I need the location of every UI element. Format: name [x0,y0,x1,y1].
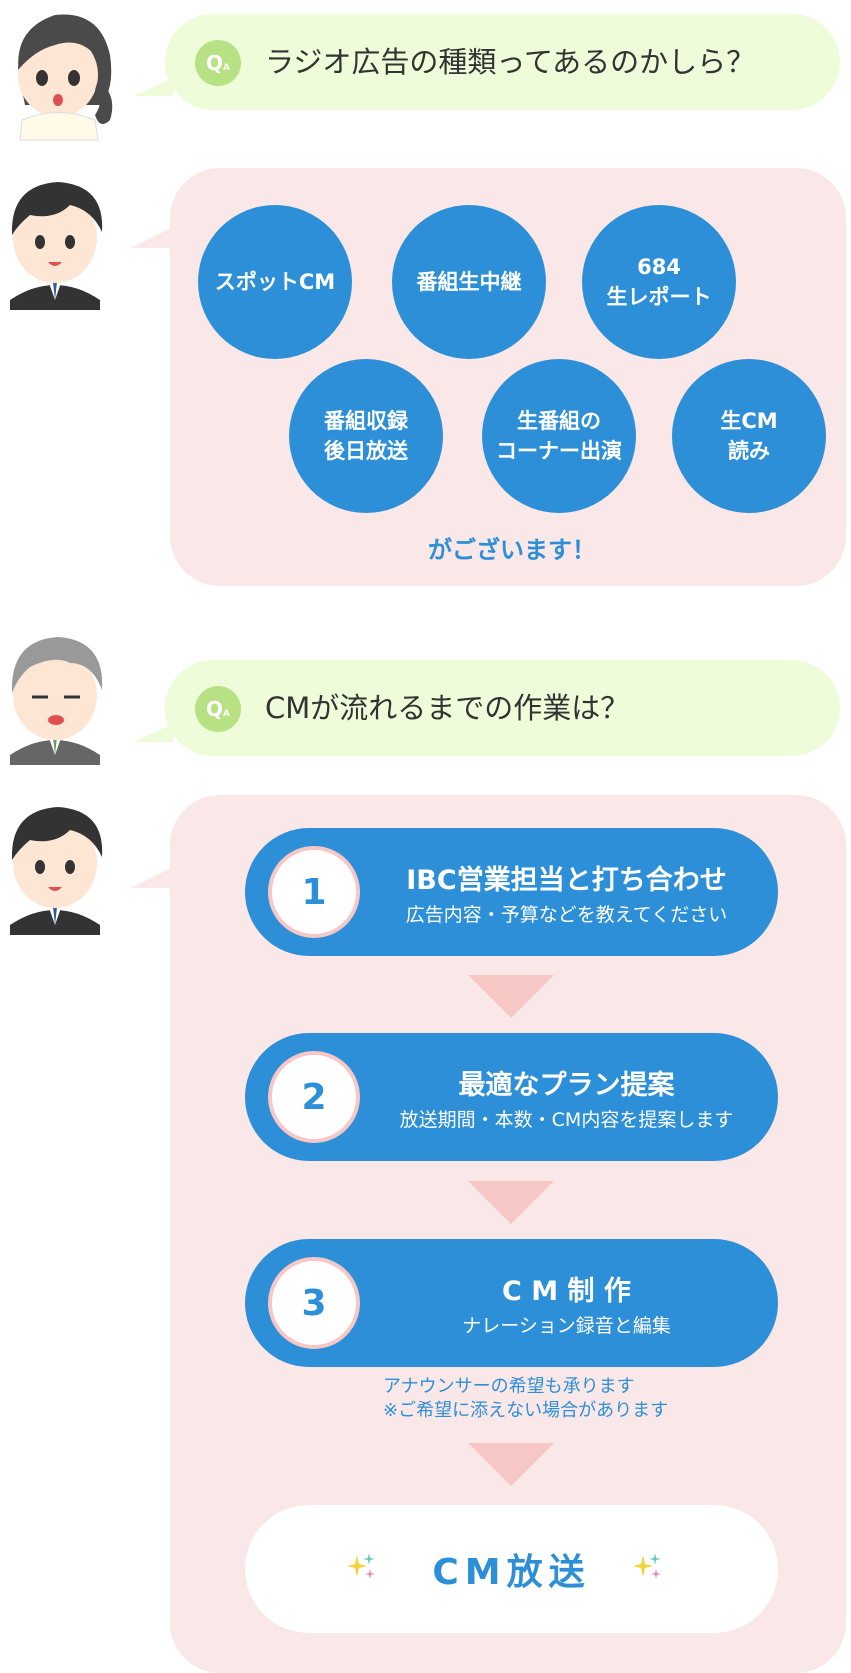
step-subtitle: 放送期間・本数・CM内容を提案します [399,1109,734,1131]
down-arrow-icon [468,1181,554,1224]
ad-type-circle: 生CM 読み [672,359,826,513]
process-step: 2 最適なプラン提案 放送期間・本数・CM内容を提案します [245,1033,778,1161]
ad-type-circle: 生番組の コーナー出演 [482,359,636,513]
sparkle-icon [347,1553,375,1579]
step-number: 1 [268,846,360,938]
ad-type-circle: 番組収録 後日放送 [289,359,443,513]
ad-type-circle: スポットCM [198,205,352,359]
question-text: CMが流れるまでの作業は？ [265,691,630,725]
final-label: CM放送 [432,1552,591,1593]
step-subtitle: ナレーション録音と編集 [462,1315,671,1337]
step-subtitle: 広告内容・予算などを教えてください [405,904,728,926]
ad-type-circle: 684 生レポート [582,205,736,359]
speech-bubble-tail [133,724,173,742]
process-step: 3 C M 制 作 ナレーション録音と編集 [245,1239,778,1367]
step-number: 3 [268,1257,360,1349]
step-number: 2 [268,1051,360,1143]
elder-man-avatar-icon [0,625,120,765]
down-arrow-icon [468,1443,554,1486]
speech-bubble-tail [133,78,173,96]
final-step: CM放送 [245,1505,778,1633]
process-step: 1 IBC営業担当と打ち合わせ 広告内容・予算などを教えてください [245,828,778,956]
step-title: 最適なプラン提案 [458,1070,675,1101]
speech-bubble-tail [131,868,171,888]
down-arrow-icon [468,975,554,1018]
note-line: ※ご希望に添えない場合があります [383,1400,669,1421]
note-line: アナウンサーの希望も承ります [383,1376,635,1397]
woman-avatar-icon [0,0,120,141]
step-title: IBC営業担当と打ち合わせ [406,865,727,896]
sparkle-icon [633,1553,661,1579]
speech-bubble-tail [131,228,171,248]
question-text: ラジオ広告の種類ってあるのかしら？ [265,45,756,79]
man-avatar-icon [0,795,120,935]
step-note: アナウンサーの希望も承ります ※ご希望に添えない場合があります [383,1375,668,1423]
step-title: C M 制 作 [502,1276,631,1307]
closing-text: がございます！ [428,536,596,564]
ad-type-circle: 番組生中継 [392,205,546,359]
man-avatar-icon [0,170,120,310]
